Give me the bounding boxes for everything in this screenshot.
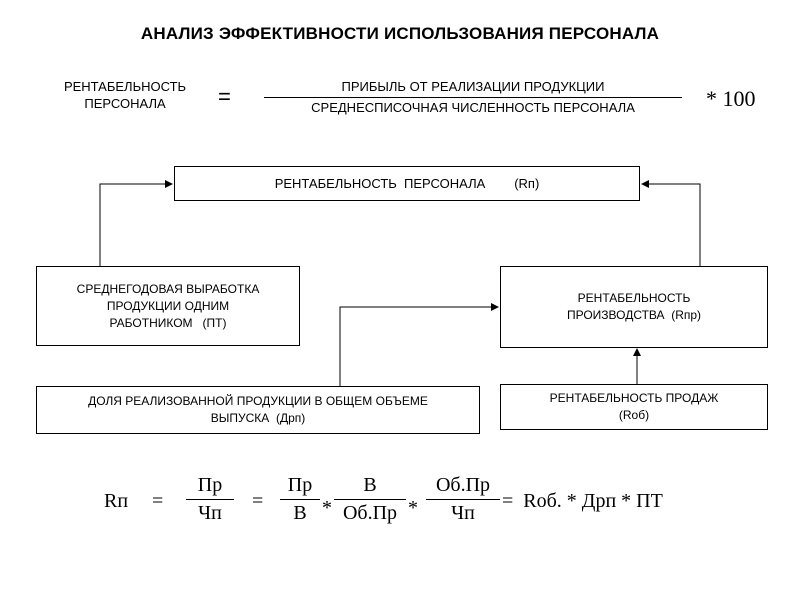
formula-eq1: = bbox=[152, 490, 164, 512]
formula-mul2: * bbox=[408, 497, 418, 519]
fraction-1: Пр Чп bbox=[186, 474, 234, 525]
arrow-output-to-top bbox=[99, 180, 173, 266]
fraction-4: Об.Пр Чп bbox=[426, 474, 500, 525]
fraction-2-denominator: В bbox=[293, 502, 307, 524]
arrow-share-to-production bbox=[339, 303, 499, 386]
box-sales-profitability: РЕНТАБЕЛЬНОСТЬ ПРОДАЖ (Rоб) bbox=[500, 384, 768, 430]
box-share-line2: ВЫПУСКА (Дрп) bbox=[210, 411, 306, 425]
fraction-2-line bbox=[280, 499, 320, 500]
box-output-line3: РАБОТНИКОМ (ПТ) bbox=[109, 315, 227, 330]
formula-rhs: = Rоб. * Дрп * ПТ bbox=[502, 490, 663, 512]
fraction-2: Пр В bbox=[280, 474, 320, 525]
definition-lhs-line2: ПЕРСОНАЛА bbox=[84, 96, 166, 111]
box-output-line2: ПРОДУКЦИИ ОДНИМ bbox=[106, 298, 230, 313]
definition-fraction: ПРИБЫЛЬ ОТ РЕАЛИЗАЦИИ ПРОДУКЦИИ СРЕДНЕСП… bbox=[258, 78, 688, 116]
fraction-4-line bbox=[426, 499, 500, 500]
definition-equals: = bbox=[218, 84, 231, 109]
definition-numerator: ПРИБЫЛЬ ОТ РЕАЛИЗАЦИИ ПРОДУКЦИИ bbox=[341, 79, 605, 94]
formula-mul1: * bbox=[322, 497, 332, 519]
fraction-4-numerator: Об.Пр bbox=[435, 474, 491, 496]
box-sold-share: ДОЛЯ РЕАЛИЗОВАННОЙ ПРОДУКЦИИ В ОБЩЕМ ОБЪ… bbox=[36, 386, 480, 434]
definition-fraction-line bbox=[264, 97, 682, 98]
fraction-1-denominator: Чп bbox=[198, 502, 222, 524]
fraction-3-numerator: В bbox=[363, 474, 377, 496]
box-output-per-worker: СРЕДНЕГОДОВАЯ ВЫРАБОТКА ПРОДУКЦИИ ОДНИМ … bbox=[36, 266, 300, 346]
box-personnel-profitability: РЕНТАБЕЛЬНОСТЬ ПЕРСОНАЛА (Rп) bbox=[174, 166, 640, 201]
box-sales-line1: РЕНТАБЕЛЬНОСТЬ ПРОДАЖ bbox=[549, 391, 719, 405]
fraction-3-line bbox=[334, 499, 406, 500]
fraction-3-denominator: Об.Пр bbox=[342, 502, 398, 524]
box-production-line1: РЕНТАБЕЛЬНОСТЬ bbox=[577, 291, 691, 305]
fraction-1-line bbox=[186, 499, 234, 500]
box-production-line2: ПРОИЗВОДСТВА (Rпр) bbox=[566, 308, 702, 322]
definition-multiplier: * 100 bbox=[706, 86, 756, 111]
fraction-1-numerator: Пр bbox=[197, 474, 223, 496]
box-share-line1: ДОЛЯ РЕАЛИЗОВАННОЙ ПРОДУКЦИИ В ОБЩЕМ ОБЪ… bbox=[88, 394, 428, 408]
definition-lhs: РЕНТАБЕЛЬНОСТЬ ПЕРСОНАЛА bbox=[40, 78, 210, 112]
definition-lhs-line1: РЕНТАБЕЛЬНОСТЬ bbox=[63, 79, 187, 94]
arrow-production-to-top bbox=[641, 180, 701, 266]
box-sales-line2: (Rоб) bbox=[618, 408, 650, 422]
page-title: АНАЛИЗ ЭФФЕКТИВНОСТИ ИСПОЛЬЗОВАНИЯ ПЕРСО… bbox=[140, 24, 660, 43]
box-output-line1: СРЕДНЕГОДОВАЯ ВЫРАБОТКА bbox=[76, 281, 260, 296]
definition-denominator: СРЕДНЕСПИСОЧНАЯ ЧИСЛЕННОСТЬ ПЕРСОНАЛА bbox=[311, 100, 635, 115]
formula-lhs: Rп bbox=[104, 490, 129, 512]
fraction-4-denominator: Чп bbox=[451, 502, 475, 524]
box-production-profitability: РЕНТАБЕЛЬНОСТЬ ПРОИЗВОДСТВА (Rпр) bbox=[500, 266, 768, 348]
fraction-2-numerator: Пр bbox=[287, 474, 313, 496]
fraction-3: В Об.Пр bbox=[334, 474, 406, 525]
formula-eq2: = bbox=[252, 490, 264, 512]
